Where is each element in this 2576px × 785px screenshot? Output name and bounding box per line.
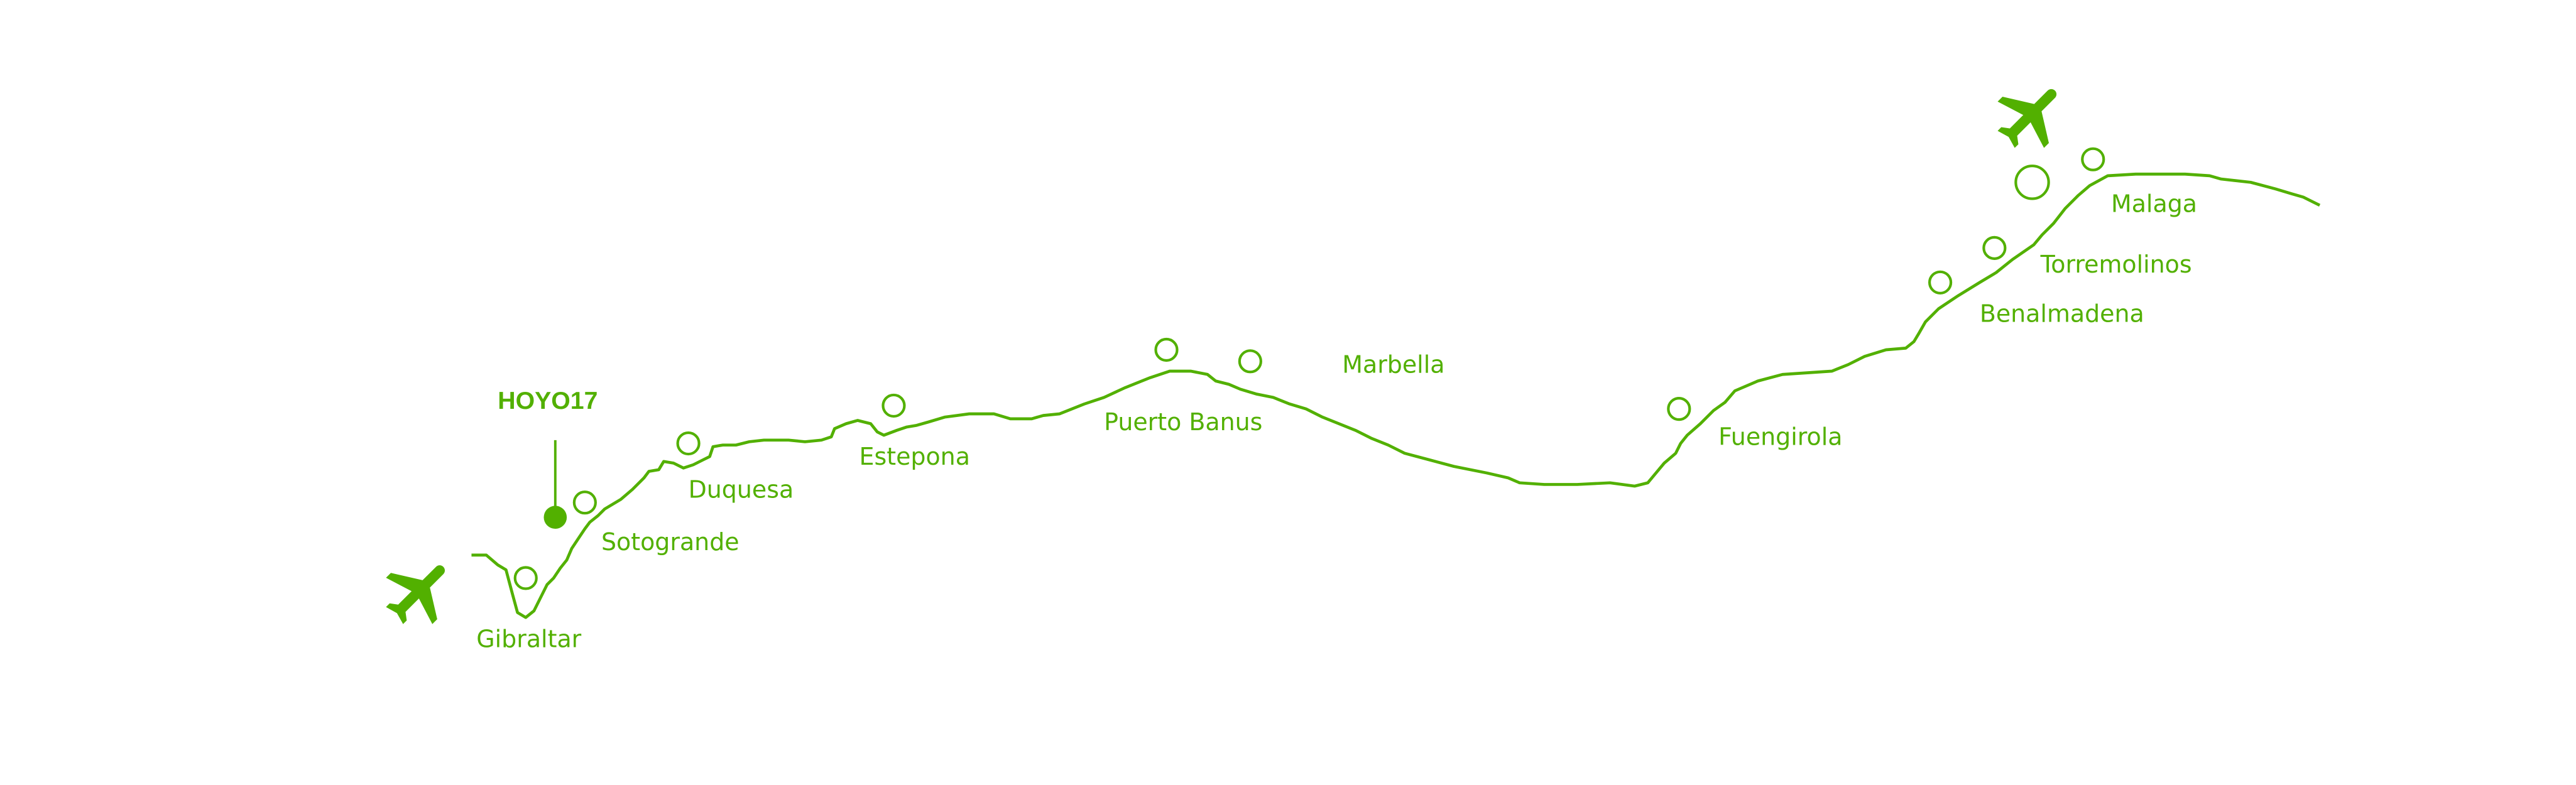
town-marker-torremolinos[interactable] bbox=[1982, 236, 2007, 260]
town-label-fuengirola: Fuengirola bbox=[1718, 423, 1842, 451]
town-marker-malaga[interactable] bbox=[2081, 147, 2105, 171]
town-marker-duquesa[interactable] bbox=[676, 431, 701, 456]
town-marker-marbella[interactable] bbox=[1238, 349, 1262, 374]
town-label-malaga: Malaga bbox=[2111, 190, 2197, 217]
town-marker-sotogrande[interactable] bbox=[572, 490, 597, 515]
town-marker-gibraltar[interactable] bbox=[513, 566, 538, 590]
town-label-marbella: Marbella bbox=[1342, 351, 1444, 379]
town-label-duquesa: Duquesa bbox=[689, 475, 794, 503]
town-label-sotogrande: Sotogrande bbox=[601, 528, 740, 556]
airplane-icon bbox=[386, 565, 445, 624]
airplane-icon bbox=[1997, 89, 2057, 148]
town-marker-puerto-banus[interactable] bbox=[1154, 337, 1179, 362]
town-label-gibraltar: Gibraltar bbox=[476, 625, 581, 652]
hoyo17-label: HOYO17 bbox=[498, 387, 598, 414]
town-marker-fuengirola[interactable] bbox=[1667, 397, 1691, 421]
coastline bbox=[471, 172, 2321, 619]
town-label-benalmadena: Benalmadena bbox=[1980, 300, 2144, 328]
hoyo17-pin-dot[interactable] bbox=[543, 506, 567, 529]
town-marker-benalmadena[interactable] bbox=[1928, 270, 1953, 295]
town-marker-estepona[interactable] bbox=[881, 393, 906, 418]
town-label-puerto-banus: Puerto Banus bbox=[1104, 408, 1262, 436]
town-marker-malaga-large[interactable] bbox=[2014, 165, 2050, 200]
town-label-torremolinos: Torremolinos bbox=[2040, 251, 2192, 278]
town-label-estepona: Estepona bbox=[860, 443, 970, 470]
